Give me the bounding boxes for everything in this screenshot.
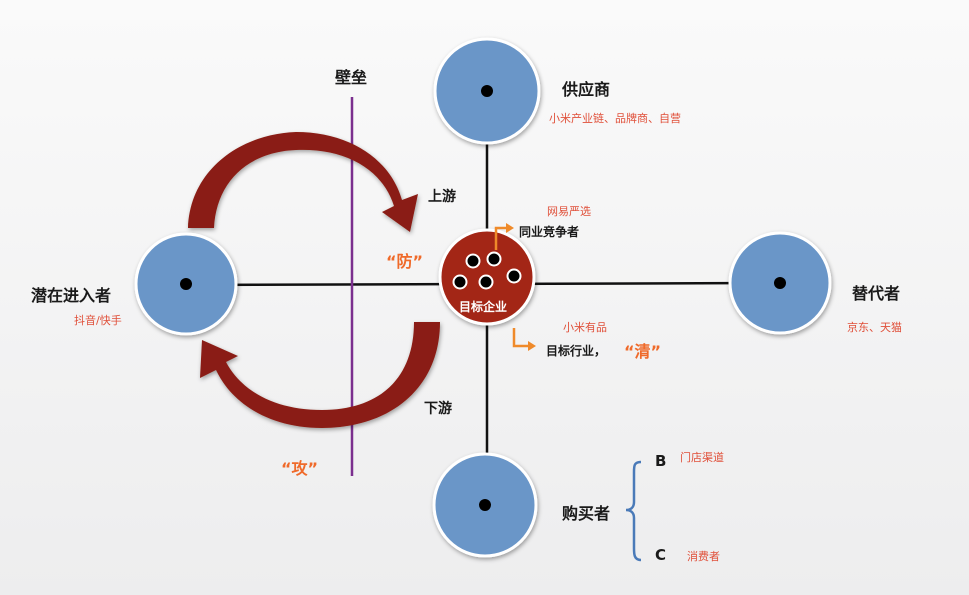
industry-example: 小米有品 [563,321,607,334]
dot-icon [506,268,522,284]
upper-curved-arrow [188,132,418,232]
upstream-label: 上游 [428,189,456,205]
entrant-desc: 抖音/快手 [74,314,122,327]
supplier-desc: 小米产业链、品牌商、自营 [549,112,681,125]
consumer-label: 消费者 [687,550,720,563]
bc-bracket [625,460,642,562]
dot-icon [465,253,481,269]
dot-icon [180,278,192,290]
supplier-label: 供应商 [562,80,611,99]
dot-icon [486,251,502,267]
lower-curved-arrow [200,322,440,428]
channel-label: 门店渠道 [680,451,724,464]
channel-letter: B [655,452,667,470]
entrant-label: 潜在进入者 [31,286,112,305]
elbow-arrow-icon [494,223,514,250]
industry-label: 目标行业， [546,344,607,358]
clear-label: “清” [624,342,662,361]
competitor-example: 网易严选 [547,205,591,218]
buyer-label: 购买者 [562,504,611,523]
barrier-label: 壁垒 [335,68,368,87]
attack-label: “攻” [281,459,319,478]
elbow-arrow-icon [512,328,536,351]
competitor-label: 同业竞争者 [519,225,580,239]
defend-label: “防” [386,252,424,271]
dot-icon [452,274,468,290]
center-label: 目标企业 [459,300,508,314]
dot-icon [479,499,491,511]
dot-icon [774,277,786,289]
downstream-label: 下游 [424,401,452,417]
consumer-letter: C [655,546,667,564]
dot-icon [481,85,493,97]
dot-icon [478,274,494,290]
substitute-label: 替代者 [852,284,901,303]
substitute-desc: 京东、天猫 [847,321,902,334]
